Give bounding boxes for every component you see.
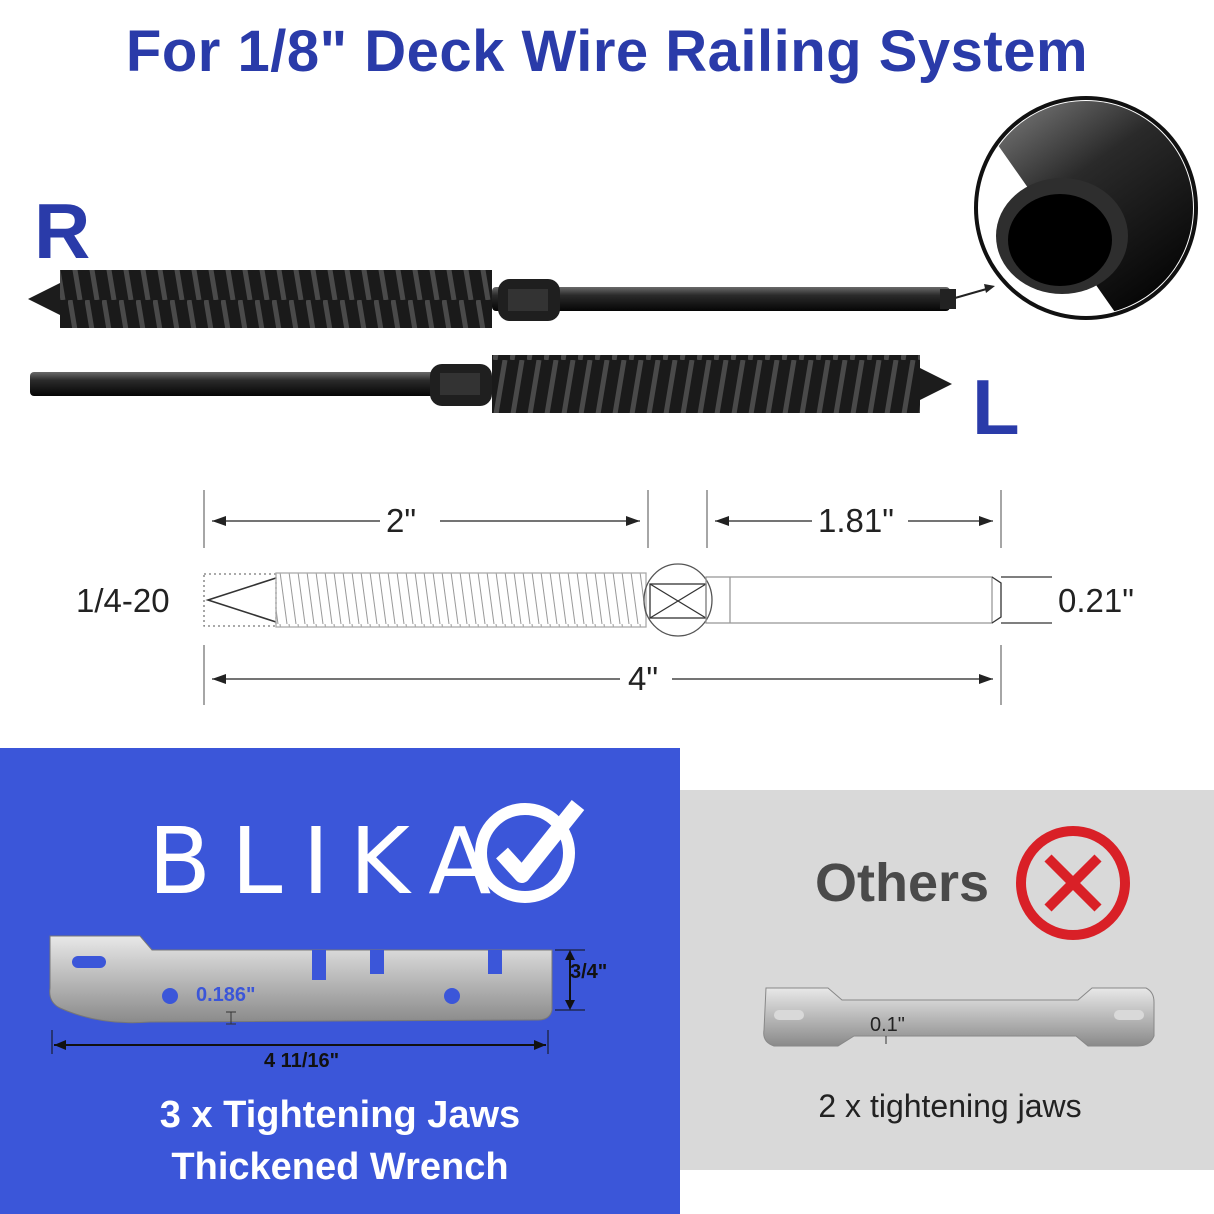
blika-caption-line1: 3 x Tightening Jaws bbox=[159, 1094, 521, 1136]
left-thread-label: L bbox=[972, 363, 1020, 451]
blika-length-label: 4 11/16" bbox=[258, 1050, 346, 1073]
shank-length-label: 1.81" bbox=[812, 502, 900, 540]
diameter-label: 0.21" bbox=[1058, 582, 1134, 619]
thread-length-label: 2" bbox=[380, 502, 423, 540]
right-hand-screw bbox=[28, 270, 956, 328]
total-length-label: 4" bbox=[622, 660, 665, 698]
blika-caption-line2: Thickened Wrench bbox=[171, 1146, 509, 1188]
page-title: For 1/8" Deck Wire Railing System bbox=[125, 19, 1089, 84]
cross-circle-icon bbox=[1016, 826, 1130, 940]
blika-thickness-label: 0.186" bbox=[196, 984, 256, 1006]
blika-wrench bbox=[49, 935, 585, 1054]
left-hand-screw bbox=[30, 355, 952, 413]
dimension-diagram bbox=[203, 490, 1052, 705]
others-panel bbox=[680, 790, 1214, 1170]
blika-width-label: 3/4" bbox=[570, 961, 608, 983]
tube-end-detail bbox=[954, 96, 1198, 320]
others-thickness-label: 0.1" bbox=[870, 1014, 905, 1036]
brand-logo: BLIKA bbox=[148, 808, 512, 915]
check-circle-icon bbox=[475, 800, 585, 903]
thread-spec-label: 1/4-20 bbox=[76, 582, 170, 619]
others-label: Others bbox=[815, 853, 990, 913]
product-illustration bbox=[28, 96, 1198, 705]
others-caption: 2 x tightening jaws bbox=[818, 1088, 1082, 1124]
others-wrench bbox=[763, 987, 1155, 1047]
right-thread-label: R bbox=[34, 187, 91, 275]
